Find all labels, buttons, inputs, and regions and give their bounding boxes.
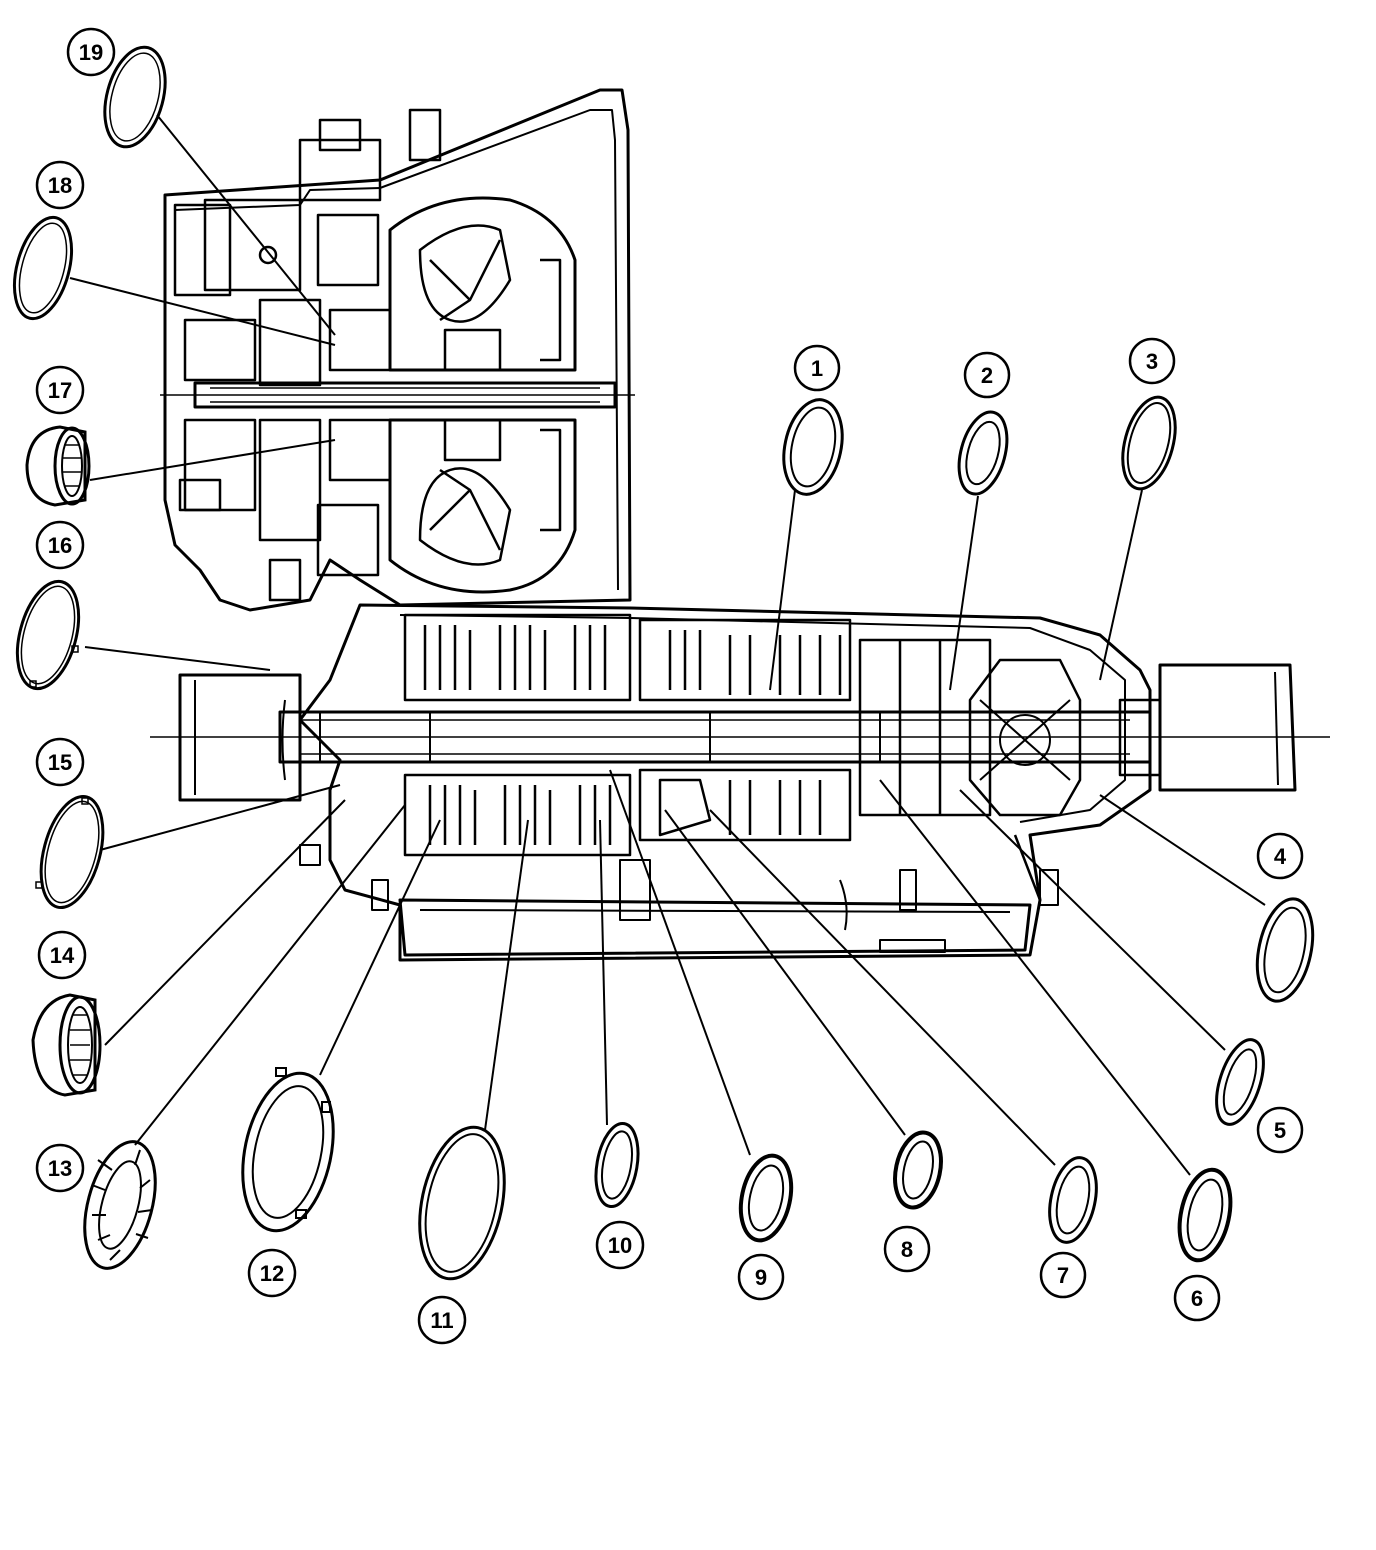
callout-7: 7 — [1039, 1251, 1087, 1299]
callout-6: 6 — [1173, 1274, 1221, 1322]
callout-1: 1 — [793, 344, 841, 392]
input-shaft — [160, 381, 635, 409]
thrust-bearing-icon — [1177, 1167, 1233, 1263]
callout-8: 8 — [883, 1225, 931, 1273]
callout-label: 9 — [755, 1265, 767, 1290]
callout-2: 2 — [963, 351, 1011, 399]
thrust-washer-icon — [1215, 1038, 1265, 1126]
thrust-plate-icon — [83, 1140, 157, 1270]
right-axle-housing — [1118, 663, 1297, 792]
callout-5: 5 — [1256, 1106, 1304, 1154]
thrust-washer-icon — [782, 398, 844, 496]
snap-ring-icon — [13, 215, 73, 321]
callout-label: 1 — [811, 356, 823, 381]
valve-body — [173, 108, 442, 602]
callout-label: 13 — [48, 1156, 72, 1181]
thrust-washer-icon — [594, 1121, 640, 1209]
callout-label: 14 — [50, 943, 75, 968]
roller-bearing-icon — [25, 425, 91, 507]
callout-label: 8 — [901, 1237, 913, 1262]
clutch-packs-upper — [403, 613, 852, 702]
pan-plug — [879, 939, 946, 953]
main-case-inner — [399, 614, 1126, 823]
callout-10: 10 — [595, 1220, 645, 1270]
callouts: 1 2 3 4 5 6 7 8 9 10 11 12 13 14 15 16 1… — [35, 27, 1304, 1345]
callout-label: 6 — [1191, 1286, 1203, 1311]
output-shaft — [150, 710, 1330, 764]
differential — [858, 638, 1082, 901]
callout-label: 4 — [1274, 844, 1287, 869]
thrust-washer-icon — [957, 410, 1009, 496]
callout-9: 9 — [737, 1253, 785, 1301]
thrust-bearing-icon — [738, 1153, 794, 1243]
needle-bearing-icon — [31, 993, 102, 1097]
callout-label: 7 — [1057, 1263, 1069, 1288]
snap-ring-icon — [418, 1125, 506, 1281]
snap-ring-icon — [1121, 395, 1177, 491]
callout-19: 19 — [66, 27, 116, 77]
callout-15: 15 — [35, 737, 85, 787]
snap-ring-icon — [241, 1067, 335, 1233]
callout-17: 17 — [35, 365, 85, 415]
transaxle-assembly — [150, 88, 1330, 962]
callout-12: 12 — [247, 1248, 297, 1298]
callout-13: 13 — [35, 1143, 85, 1193]
case-bolts — [299, 844, 1059, 931]
callout-label: 2 — [981, 363, 993, 388]
component-parts — [13, 45, 1315, 1281]
callout-label: 18 — [48, 173, 72, 198]
thrust-bearing-icon — [893, 1130, 943, 1210]
callout-label: 16 — [48, 533, 72, 558]
oil-pan — [398, 898, 1032, 957]
callout-3: 3 — [1128, 337, 1176, 385]
callout-label: 10 — [608, 1233, 632, 1258]
torque-converter-lower — [316, 418, 577, 594]
thrust-washer-icon — [1048, 1156, 1098, 1244]
bell-housing-inner — [174, 109, 619, 591]
leader-lines — [69, 114, 1266, 1176]
callout-label: 5 — [1274, 1118, 1286, 1143]
snap-ring-icon — [15, 579, 81, 691]
snap-ring-icon — [103, 45, 167, 149]
callout-16: 16 — [35, 520, 85, 570]
callout-label: 11 — [430, 1308, 453, 1333]
callout-4: 4 — [1256, 832, 1304, 880]
callout-14: 14 — [37, 930, 87, 980]
clutch-packs-lower — [403, 768, 852, 857]
bell-housing-outline — [163, 88, 632, 612]
main-case-outline — [298, 603, 1152, 962]
thrust-washer-icon — [1255, 897, 1315, 1003]
callout-label: 3 — [1146, 349, 1158, 374]
callout-label: 15 — [48, 750, 72, 775]
callout-11: 11 — [417, 1295, 467, 1345]
callout-label: 19 — [79, 40, 103, 65]
torque-converter-upper — [316, 196, 577, 372]
callout-label: 17 — [48, 378, 72, 403]
callout-18: 18 — [35, 160, 85, 210]
snap-ring-icon — [35, 794, 105, 910]
callout-label: 12 — [260, 1261, 284, 1286]
